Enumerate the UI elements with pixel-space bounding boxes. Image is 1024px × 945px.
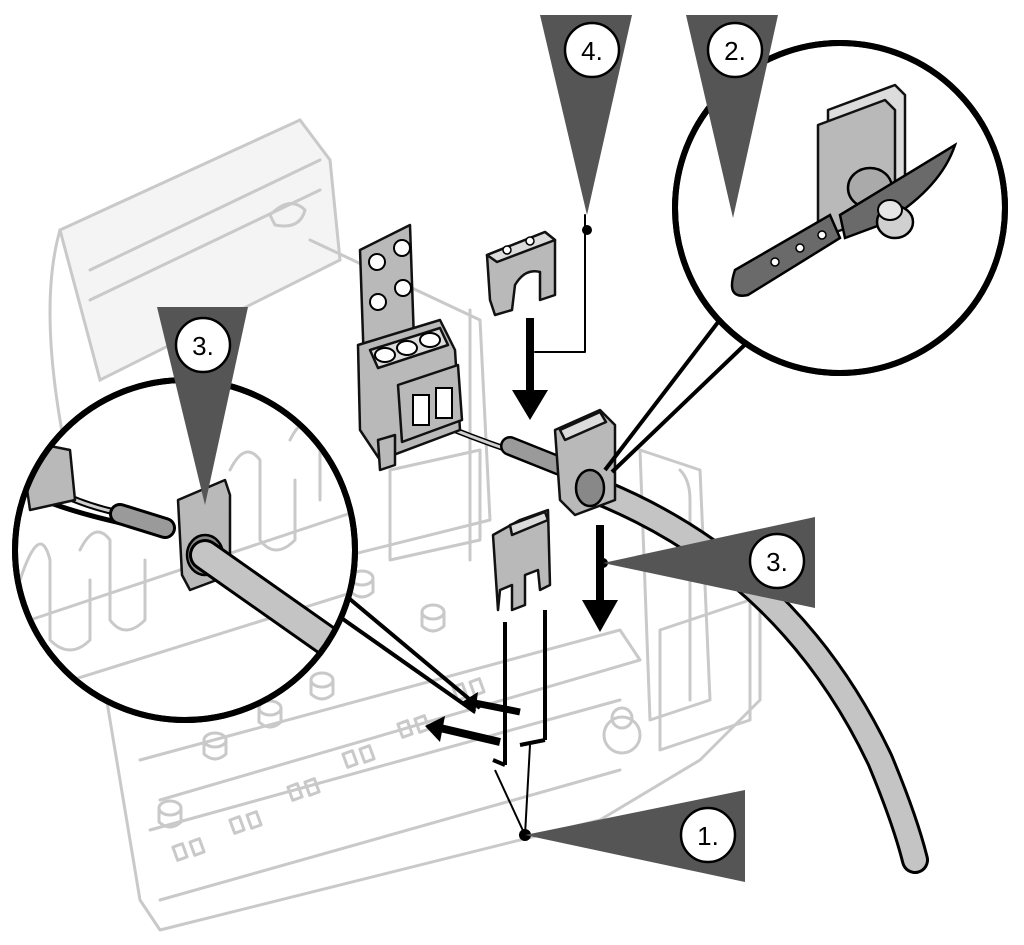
leader-lines (328, 214, 757, 841)
step-marker-3-detail: 3. (157, 307, 248, 505)
step-marker-4: 4. (540, 15, 632, 215)
cable-entry-guide (492, 610, 547, 767)
clamp-top-part (485, 230, 557, 317)
arrow-down-lower (582, 525, 618, 632)
step-3-right-label: 3. (766, 547, 788, 577)
step-marker-2: 2. (686, 15, 778, 218)
step-marker-3-right: 3. (603, 517, 815, 608)
detail-lens-right (672, 40, 1008, 376)
step-marker-1: 1. (525, 790, 745, 882)
housing-right-clamp (602, 448, 752, 755)
housing-background (48, 118, 762, 932)
housing-slots (171, 677, 486, 862)
step-4-label: 4. (581, 36, 603, 66)
step-3-detail-label: 3. (192, 331, 214, 361)
step-1-label: 1. (697, 821, 719, 851)
step-2-label: 2. (724, 36, 746, 66)
cable (428, 417, 929, 874)
arrow-down-upper (512, 318, 548, 420)
insert-arrows (425, 692, 521, 746)
cable-grommet (553, 408, 617, 517)
clamp-bottom-part (491, 508, 552, 612)
terminal-connector (356, 223, 464, 472)
